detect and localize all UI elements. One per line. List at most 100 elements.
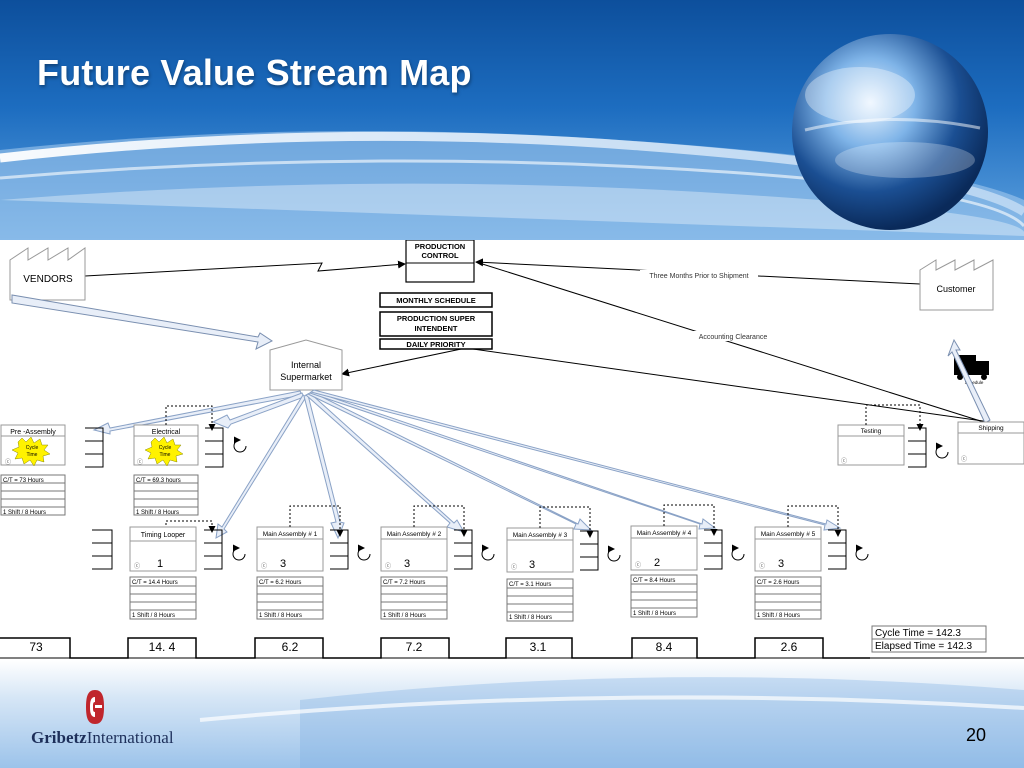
svg-text:C/T = 7.2 Hours: C/T = 7.2 Hours bbox=[383, 580, 425, 586]
process-main-assembly-3: Main Assembly # 3 ⓒ 3 C/T = 3.1 Hours 1 … bbox=[506, 527, 574, 622]
lead-time-ladder: 73 14. 4 6.2 7.2 3.1 8.4 2.6 bbox=[0, 637, 1024, 659]
svg-text:Main Assembly # 5: Main Assembly # 5 bbox=[761, 531, 816, 538]
svg-text:Electrical: Electrical bbox=[152, 429, 181, 436]
svg-text:Pre -Assembly: Pre -Assembly bbox=[10, 429, 56, 436]
svg-text:ⓒ: ⓒ bbox=[134, 562, 140, 570]
svg-text:C/T = 6.2 Hours: C/T = 6.2 Hours bbox=[259, 580, 301, 586]
svg-text:1 Shift / 8 Hours: 1 Shift / 8 Hours bbox=[259, 613, 302, 619]
svg-text:PRODUCTION SUPER: PRODUCTION SUPER bbox=[397, 314, 476, 323]
process-pre-assembly: Pre -Assembly Cycle Time ⓒ C/T = 73 Hour… bbox=[0, 424, 66, 516]
slide-header: Future Value Stream Map bbox=[0, 0, 1024, 240]
process-timing-looper: Timing Looper ⓒ 1 C/T = 14.4 Hours 1 Shi… bbox=[129, 526, 197, 620]
svg-text:ⓒ: ⓒ bbox=[759, 562, 765, 570]
svg-text:ⓒ: ⓒ bbox=[961, 455, 967, 463]
timeline-value: 6.2 bbox=[282, 640, 299, 654]
production-control-box: PRODUCTION CONTROL bbox=[405, 240, 475, 283]
kanban-loops bbox=[165, 404, 924, 538]
timeline-value: 3.1 bbox=[530, 640, 547, 654]
svg-text:3: 3 bbox=[529, 559, 535, 571]
svg-text:Main Assembly # 3: Main Assembly # 3 bbox=[513, 532, 568, 539]
svg-text:ⓒ: ⓒ bbox=[137, 458, 143, 466]
company-logo-text: GribetzInternational bbox=[31, 728, 174, 747]
svg-text:Supermarket: Supermarket bbox=[280, 372, 332, 382]
vendors-factory: VENDORS bbox=[9, 247, 86, 301]
header-decoration bbox=[0, 34, 1024, 240]
value-stream-map: PRODUCTION CONTROL MONTHLY SCHEDULE PROD… bbox=[0, 240, 1024, 660]
slide-title: Future Value Stream Map bbox=[37, 52, 472, 93]
svg-text:C/T = 8.4 Hours: C/T = 8.4 Hours bbox=[633, 578, 675, 584]
svg-text:C/T = 69.3 hours: C/T = 69.3 hours bbox=[136, 478, 181, 484]
process-testing: Testing ⓒ bbox=[837, 424, 905, 466]
svg-text:VENDORS: VENDORS bbox=[23, 274, 73, 285]
svg-text:ⓒ: ⓒ bbox=[511, 563, 517, 571]
svg-text:Customer: Customer bbox=[936, 284, 975, 294]
svg-text:Timing Looper: Timing Looper bbox=[141, 532, 186, 539]
three-months-label: Three Months Prior to Shipment bbox=[649, 273, 748, 280]
svg-text:ⓒ: ⓒ bbox=[5, 458, 11, 466]
svg-text:DAILY PRIORITY: DAILY PRIORITY bbox=[406, 340, 465, 349]
supermarket-pull-arrows bbox=[92, 389, 842, 540]
footer-decoration bbox=[199, 677, 1024, 768]
svg-text:CONTROL: CONTROL bbox=[421, 251, 458, 260]
process-main-assembly-1: Main Assembly # 1 ⓒ 3 C/T = 6.2 Hours 1 … bbox=[256, 526, 324, 620]
process-shipping: Shipping ⓒ bbox=[957, 421, 1024, 465]
svg-text:Elapsed Time = 142.3: Elapsed Time = 142.3 bbox=[875, 641, 972, 652]
timeline-value: 14. 4 bbox=[149, 640, 176, 654]
process-main-assembly-2: Main Assembly # 2 ⓒ 3 C/T = 7.2 Hours 1 … bbox=[380, 526, 448, 620]
svg-text:C/T = 73 Hours: C/T = 73 Hours bbox=[3, 478, 44, 484]
svg-text:ⓒ: ⓒ bbox=[635, 561, 641, 569]
svg-text:ⓒ: ⓒ bbox=[385, 562, 391, 570]
production-super-box: PRODUCTION SUPER INTENDENT bbox=[379, 311, 493, 337]
timeline-value: 7.2 bbox=[406, 640, 423, 654]
svg-text:3: 3 bbox=[404, 558, 410, 570]
process-main-assembly-4: Main Assembly # 4 ⓒ 2 C/T = 8.4 Hours 1 … bbox=[630, 525, 698, 618]
withdrawal-loop-icons bbox=[232, 436, 949, 562]
svg-text:INTENDENT: INTENDENT bbox=[415, 324, 458, 333]
globe-icon bbox=[792, 34, 988, 230]
svg-text:ⓒ: ⓒ bbox=[261, 562, 267, 570]
timeline-value: 8.4 bbox=[656, 640, 673, 654]
svg-text:Time: Time bbox=[160, 452, 171, 458]
timeline-value: 73 bbox=[29, 640, 43, 654]
svg-text:2: 2 bbox=[654, 557, 660, 569]
svg-text:1 Shift / 8 Hours: 1 Shift / 8 Hours bbox=[383, 613, 426, 619]
svg-text:1 Shift / 8 Hours: 1 Shift / 8 Hours bbox=[136, 510, 179, 516]
svg-text:Cycle Time = 142.3: Cycle Time = 142.3 bbox=[875, 628, 961, 639]
svg-text:1 Shift / 8 Hours: 1 Shift / 8 Hours bbox=[757, 613, 800, 619]
svg-text:C/T = 3.1 Hours: C/T = 3.1 Hours bbox=[509, 582, 551, 588]
svg-text:Time: Time bbox=[27, 452, 38, 458]
svg-text:3: 3 bbox=[778, 558, 784, 570]
svg-text:C/T = 2.6 Hours: C/T = 2.6 Hours bbox=[757, 580, 799, 586]
svg-text:1: 1 bbox=[157, 558, 163, 570]
production-control-label: PRODUCTION bbox=[415, 242, 465, 251]
svg-text:1 Shift / 8 Hours: 1 Shift / 8 Hours bbox=[3, 510, 46, 516]
svg-text:1 Shift / 8 Hours: 1 Shift / 8 Hours bbox=[509, 615, 552, 621]
customer-push-arrow bbox=[947, 338, 991, 424]
process-electrical: Electrical Cycle Time ⓒ C/T = 69.3 hours… bbox=[133, 424, 199, 516]
svg-text:Shipping: Shipping bbox=[978, 425, 1004, 432]
svg-text:C/T = 14.4 Hours: C/T = 14.4 Hours bbox=[132, 580, 178, 586]
page-number: 20 bbox=[966, 725, 987, 745]
svg-text:Main Assembly # 4: Main Assembly # 4 bbox=[637, 530, 692, 537]
svg-text:Cycle: Cycle bbox=[26, 445, 39, 451]
slide-footer bbox=[0, 660, 1024, 768]
vsm-diagram: PRODUCTION CONTROL MONTHLY SCHEDULE PROD… bbox=[0, 240, 1024, 659]
customer-factory: Customer bbox=[919, 259, 994, 311]
svg-text:Main Assembly # 2: Main Assembly # 2 bbox=[387, 531, 442, 538]
internal-supermarket: Internal Supermarket bbox=[269, 339, 343, 391]
svg-text:Cycle: Cycle bbox=[159, 445, 172, 451]
svg-text:MONTHLY SCHEDULE: MONTHLY SCHEDULE bbox=[396, 296, 476, 305]
process-main-assembly-5: Main Assembly # 5 ⓒ 3 C/T = 2.6 Hours 1 … bbox=[754, 526, 822, 620]
timeline-value: 2.6 bbox=[781, 640, 798, 654]
svg-text:3: 3 bbox=[280, 558, 286, 570]
supermarket-shelves bbox=[85, 427, 927, 571]
summary-box: Cycle Time = 142.3 Elapsed Time = 142.3 bbox=[871, 625, 987, 653]
daily-priority-box: DAILY PRIORITY bbox=[379, 338, 493, 350]
svg-text:1 Shift / 8 Hours: 1 Shift / 8 Hours bbox=[132, 613, 175, 619]
svg-text:Internal: Internal bbox=[291, 360, 321, 370]
svg-text:Main Assembly # 1: Main Assembly # 1 bbox=[263, 531, 318, 538]
vendor-push-arrow bbox=[11, 294, 273, 350]
svg-text:ⓒ: ⓒ bbox=[841, 457, 847, 465]
svg-text:Schedule: Schedule bbox=[965, 380, 984, 385]
svg-text:Testing: Testing bbox=[861, 428, 882, 435]
